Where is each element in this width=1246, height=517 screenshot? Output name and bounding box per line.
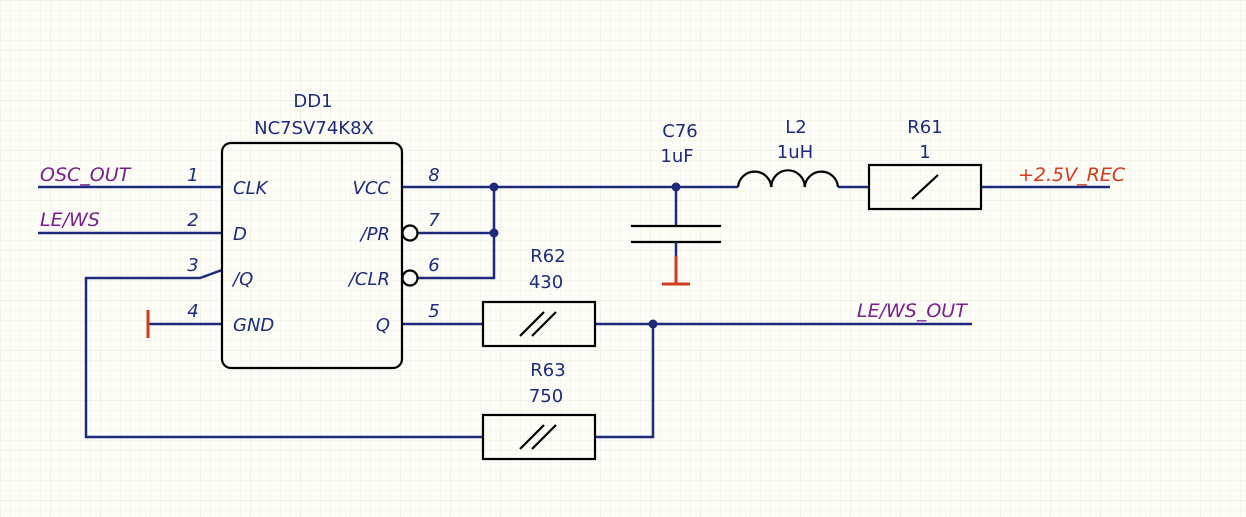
c76-value: 1uF [660, 146, 693, 167]
pin-2-number: 2 [187, 210, 198, 231]
pin-3-name: /Q [231, 269, 253, 290]
r63-value: 750 [529, 386, 563, 407]
resistor-icon [481, 300, 597, 348]
pin-3-number: 3 [187, 255, 198, 276]
capacitor-c76[interactable]: C76 1uF [631, 121, 721, 286]
junction-vcc-pr [489, 182, 499, 192]
ic-body[interactable] [220, 141, 404, 370]
wire-r63-return[interactable] [595, 324, 655, 439]
pin-5-name: Q [376, 315, 390, 336]
pin-8-name: VCC [353, 178, 391, 199]
l2-refdes: L2 [785, 117, 806, 138]
junctions [489, 182, 681, 329]
r61-refdes: R61 [907, 117, 942, 138]
resistor-r61[interactable]: R61 1 [867, 117, 983, 211]
pin-4-name: GND [233, 315, 274, 336]
wire-nq-feedback[interactable] [84, 268, 483, 439]
wires [38, 185, 1110, 439]
resistor-r62[interactable]: R62 430 [481, 246, 597, 348]
inductor-icon [736, 169, 840, 188]
power-label-2v5-rec[interactable]: +2.5V_REC [1018, 164, 1126, 186]
l2-value: 1uH [777, 142, 813, 163]
pin-7-number: 7 [428, 210, 440, 231]
pin-4-number: 4 [187, 301, 198, 322]
resistor-icon [867, 163, 983, 211]
ic-part-number: NC7SV74K8X [254, 118, 374, 139]
ic-refdes: DD1 [293, 91, 332, 112]
net-label-le-ws-out[interactable]: LE/WS_OUT [857, 300, 968, 322]
r63-refdes: R63 [530, 360, 565, 381]
pin-2-name: D [233, 224, 247, 245]
inversion-bubble-pr [401, 224, 419, 242]
r62-value: 430 [529, 272, 563, 293]
pin-6-name: /CLR [347, 269, 390, 290]
net-label-le-ws[interactable]: LE/WS [40, 209, 100, 231]
pin-1-number: 1 [187, 165, 198, 186]
net-label-osc-out[interactable]: OSC_OUT [40, 164, 132, 186]
junction-le-ws-out [648, 319, 658, 329]
inductor-l2[interactable]: L2 1uH [736, 117, 840, 188]
capacitor-icon [631, 224, 721, 286]
r62-refdes: R62 [530, 246, 565, 267]
pin-6-number: 6 [428, 255, 439, 276]
pin-8-number: 8 [428, 165, 439, 186]
c76-refdes: C76 [662, 121, 697, 142]
pin-1-name: CLK [233, 178, 269, 199]
inversion-bubble-clr [401, 269, 419, 287]
ic-dd1[interactable]: DD1 NC7SV74K8X 1 2 3 4 8 7 6 5 CLK D /Q … [187, 91, 440, 370]
pin-5-number: 5 [428, 301, 439, 322]
r61-value: 1 [919, 142, 930, 163]
junction-pr-clr [489, 228, 499, 238]
resistor-icon [481, 413, 597, 461]
pin-7-name: /PR [359, 224, 390, 245]
wire-clr-pin[interactable] [418, 187, 496, 280]
resistor-r63[interactable]: R63 750 [481, 360, 597, 461]
junction-cap [671, 182, 681, 192]
